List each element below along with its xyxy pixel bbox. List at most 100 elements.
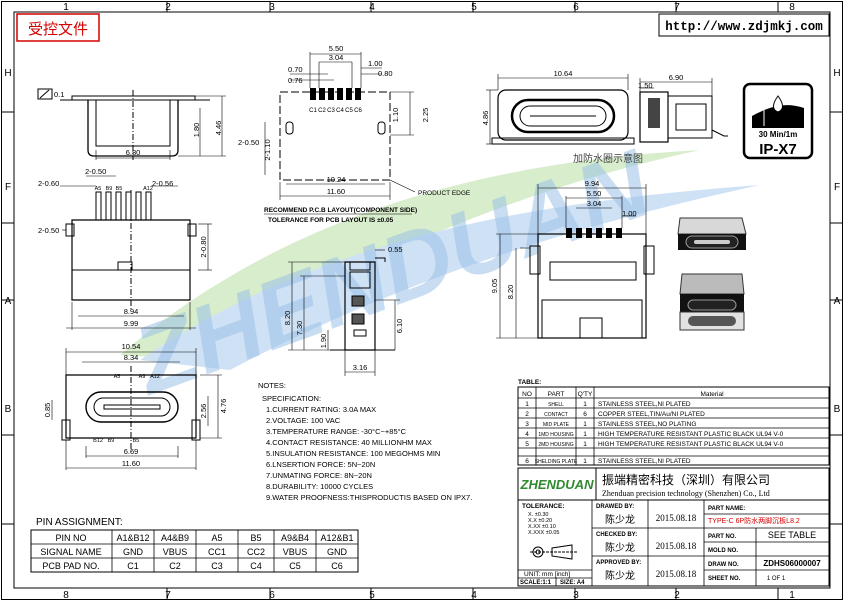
approved-date: 2015.08.18 [656,569,697,579]
bom-cell: 1 [583,401,587,408]
dim: 4.86 [481,111,490,126]
pin-table-header: A5 [211,533,222,543]
pad-label: C6 [354,108,362,114]
note-line: 6.LNSERTION FORCE: 5N~20N [266,460,375,469]
bom-cell: 1 [583,431,587,438]
drawn-date: 2015.08.18 [656,513,697,523]
dim: 3.04 [587,199,602,208]
bom-cell: 1 [583,441,587,448]
pin-label: B5 [116,186,123,192]
pin-table-title: PIN ASSIGNMENT: [36,517,123,528]
tolerance-line: X.XX ±0.10 [528,524,556,530]
tolerance-line: X.X ±0.20 [528,518,552,524]
pin-label: B12 [93,438,103,444]
note-line: 4.CONTACT RESISTANCE: 40 MILLIONHM MAX [266,438,432,447]
ip-rating: IP-X7 [759,141,797,158]
pin-table-cell: C6 [331,561,343,571]
pin-table-cell: VBUS [163,547,188,557]
part-no: SEE TABLE [768,530,816,540]
tolerance-label: TOLERANCE: [522,503,565,510]
view-mid-left: A5 B9 B5 A12 2-0.50 2-0.60 2-0.56 2-0.50… [38,167,212,330]
drawn-by-name: 陈少龙 [605,513,635,526]
note-line: 5.INSULATION RESISTANCE: 100 MEGOHMS MIN [266,449,440,458]
dim: 1.00 [368,59,383,68]
pin-label: B5 [133,438,140,444]
col-label-top: 1 [63,2,69,13]
col-label-bottom: 3 [573,590,579,601]
draw-no-label: DRAW NO. [708,562,739,568]
tolerance-line: X.XXX ±0.05 [528,530,559,536]
pad-label: C3 [327,108,335,114]
dim: 1.10 [391,108,400,123]
bom-cell: 5 [525,441,529,448]
frame-column-labels: 1 2 3 4 5 6 7 8 8 7 6 5 4 3 2 1 [63,2,795,601]
watermark-text: ZHENDUAN [118,129,665,415]
bom-cell: 1MD HOUSING [538,432,573,438]
dim: 2-0.56 [152,179,173,188]
product-edge-label: PRODUCT EDGE [418,190,471,197]
watermark-logo: ZHENDUAN [118,129,760,416]
bom-title: TABLE: [518,379,541,386]
pin-table-header: A4&B9 [161,533,189,543]
pcb-layout-title: RECOMMEND P.C.B LAYOUT(COMPONENT SIDE) [264,207,417,214]
part-no-label: PART NO. [708,534,737,540]
pin-label: A12 [143,186,153,192]
dim: 8.94 [124,307,139,316]
pin-label: A9 [139,374,146,380]
part-name-label: PART NAME: [708,506,745,512]
dim: 10.54 [122,342,141,351]
view-side: 0.55 8.20 7.30 6.10 1.90 3.16 [283,245,404,376]
scale-label: SCALE:1:1 [520,580,552,586]
dim: 3.04 [329,53,344,62]
notes-block: NOTES: SPECIFICATION: 1.CURRENT RATING: … [258,381,472,502]
note-line: 8.DURABILITY: 10000 CYCLES [266,482,373,491]
dim: 7.30 [295,321,304,336]
pad-label: C1 [309,108,317,114]
dim: 1.80 [192,123,201,138]
bom-cell: MID PLATE [543,422,570,428]
pin-table-cell: C3 [211,561,223,571]
dim: 8.34 [124,353,139,362]
bom-cell: 1 [525,401,529,408]
pin-table-cell: GND [123,547,144,557]
bom-cell: STAINLESS STEEL,NI PLATED [598,401,691,408]
pin-assignment-table: PIN ASSIGNMENT: PIN NO A1&B12 A4&B9 A5 B… [30,517,359,573]
col-label-bottom: 2 [674,590,680,601]
bom-cell: 4 [525,431,529,438]
view-waterproof: 10.64 4.86 加防水圈示意图 1.50 6.90 [481,69,728,165]
dim: 2-1.10 [263,139,272,160]
note-line: 3.TEMPERATURE RANGE: -30°C~+85°C [266,427,407,436]
row-label-left: H [4,68,11,79]
bom-cell: STAINLESS STEEL,NO PLATING [598,421,696,428]
pin-table-cell: VBUS [283,547,308,557]
dim: 6.80 [126,148,141,157]
dim: 5.50 [329,44,344,53]
row-label-right: B [834,404,841,415]
dim: 2-0.50 [238,138,259,147]
draw-no: ZDHS06000007 [763,559,821,568]
pin-label: B9 [108,438,115,444]
frame-row-labels: H F A B H F A B [4,68,840,415]
size-label: SIZE: A4 [560,580,585,586]
dim: 11.60 [327,187,345,196]
notes-title: NOTES: [258,381,286,390]
drawn-by-label: DRAWED BY: [596,504,634,510]
col-label-top: 8 [789,2,795,13]
pin-table-cell: C4 [250,561,262,571]
note-line: 9.WATER PROOFNESS:THISPRODUCTIS BASED ON… [266,493,472,502]
bom-header: NO [522,391,532,398]
pad-label: C4 [336,108,344,114]
part-name: TYPE-C 6P防水两脚沉板L8.2 [708,516,800,525]
col-label-bottom: 5 [369,590,375,601]
col-label-top: 3 [269,2,275,13]
pin-table-cell: C5 [289,561,301,571]
col-label-top: 2 [165,2,171,13]
bom-cell: 2MD HOUSING [538,442,573,448]
dim: 8.20 [283,311,292,326]
dim: 9.94 [585,179,600,188]
pcb-tolerance-note: TOLERANCE FOR PCB LAYOUT IS ±0.05 [268,217,394,224]
waterproof-caption: 加防水圈示意图 [573,152,643,165]
dim: 2.56 [199,404,208,419]
row-label-right: F [834,182,840,193]
